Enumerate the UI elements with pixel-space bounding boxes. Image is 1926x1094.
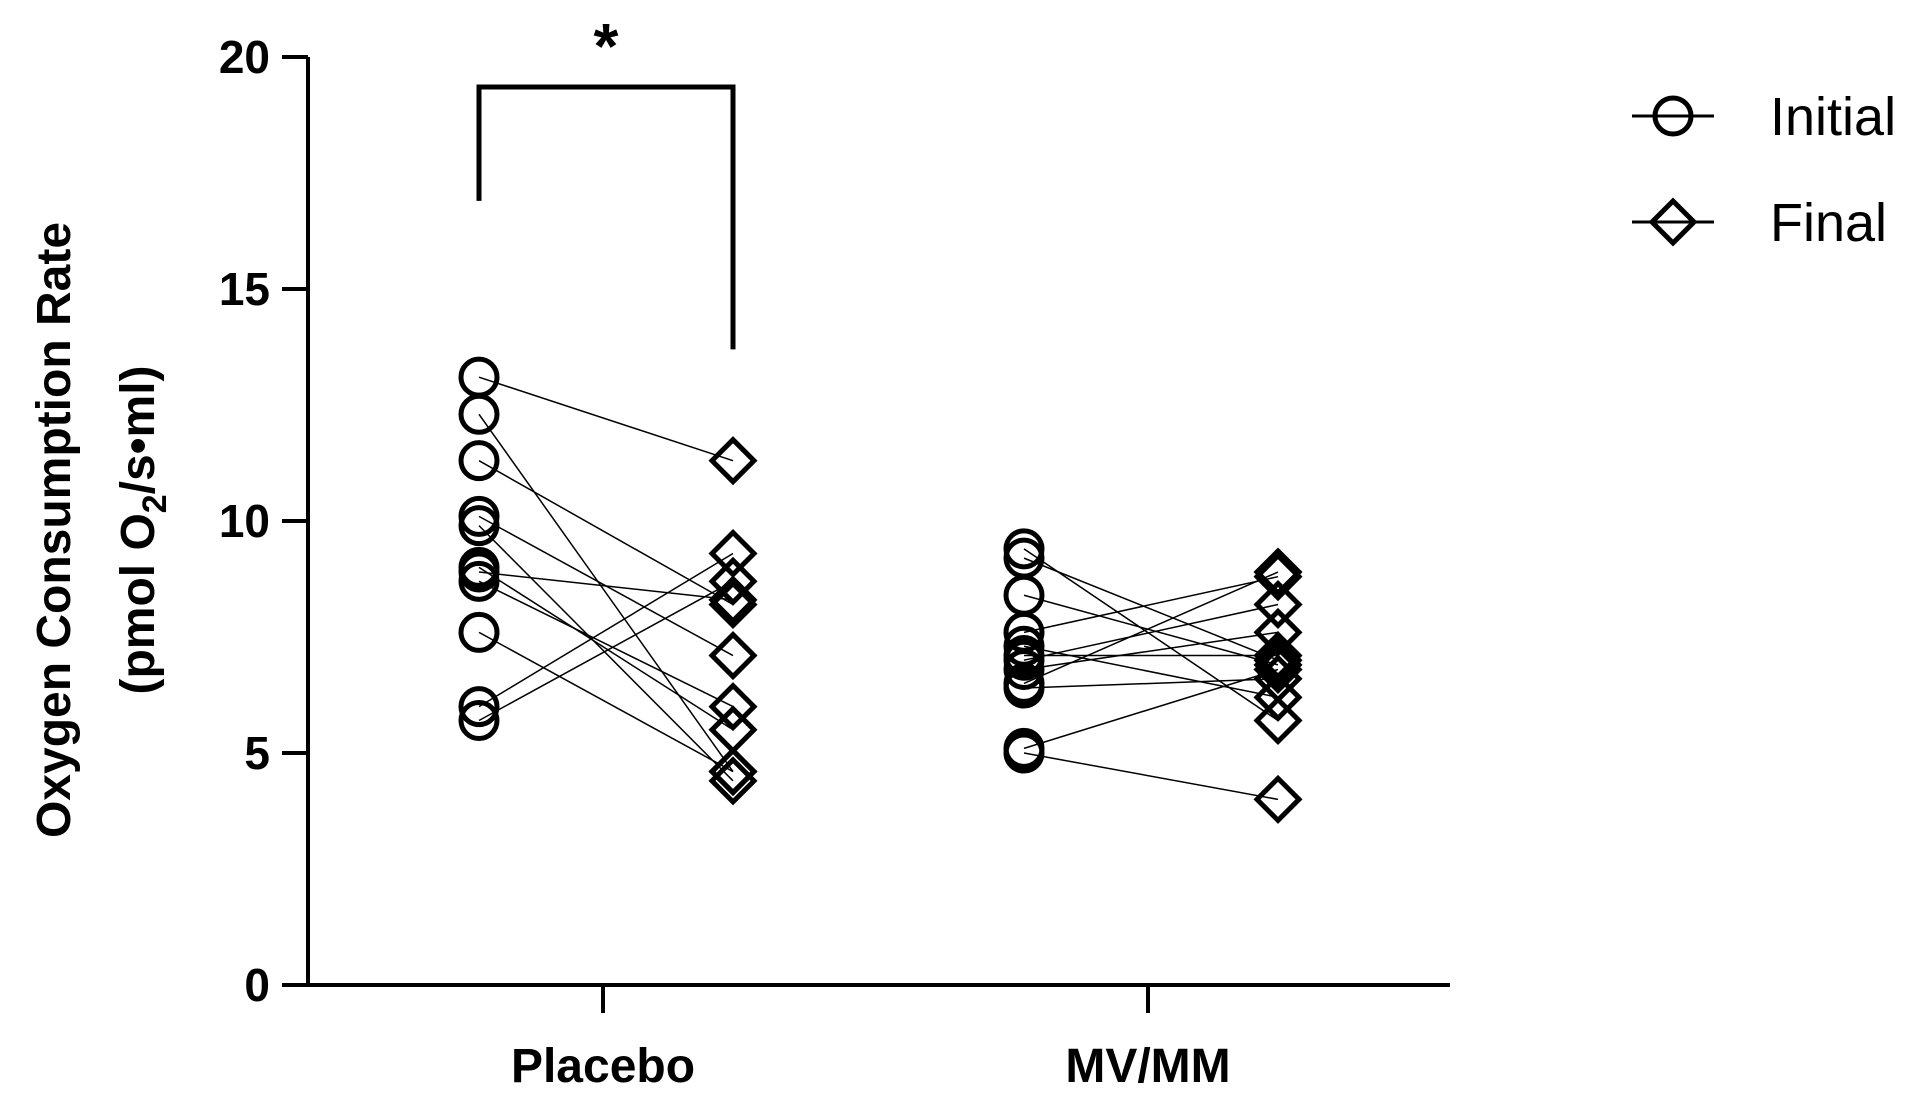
x-tick-label: MV/MM <box>1065 1040 1230 1093</box>
y-axis-title-line2: (pmol O2/s•ml) <box>112 365 174 694</box>
pair-connector-line <box>1023 645 1279 699</box>
final-point <box>1253 774 1303 824</box>
final-point <box>1253 640 1303 690</box>
final-point <box>1253 635 1303 685</box>
pair-connector-line <box>1023 668 1279 750</box>
legend-diamond-icon <box>1648 197 1698 247</box>
pair-connector-line <box>1023 631 1279 671</box>
y-axis-title-line1: Oxygen Consumption Rate <box>28 222 81 838</box>
pair-connector-line <box>478 580 734 708</box>
y-tick-label: 15 <box>219 263 270 315</box>
initial-point <box>458 686 500 728</box>
significance-bracket: * <box>476 10 736 350</box>
initial-point <box>458 393 500 435</box>
y-ticks: 0 5 10 15 20 <box>219 31 308 1011</box>
final-point <box>708 682 758 732</box>
initial-point <box>458 560 500 602</box>
significance-star: * <box>594 10 619 82</box>
final-point <box>708 631 758 681</box>
final-point <box>1253 579 1303 630</box>
pair-connector-line <box>478 566 734 731</box>
initial-point <box>458 700 500 742</box>
final-point <box>708 556 758 606</box>
final-point <box>1253 672 1303 722</box>
pair-connector-line <box>1023 557 1279 661</box>
pair-connector-line <box>478 376 734 462</box>
x-tick-label: Placebo <box>511 1040 695 1093</box>
initial-point <box>1003 648 1045 690</box>
pair-connector-line <box>478 413 734 772</box>
pair-connector-line <box>1023 603 1279 661</box>
final-point <box>1253 644 1303 695</box>
pair-connector-line <box>478 552 734 708</box>
final-point <box>708 756 758 806</box>
pair-connector-line <box>1023 571 1279 685</box>
y-tick-label: 10 <box>219 495 270 547</box>
initial-point <box>458 505 500 547</box>
final-point <box>708 579 758 630</box>
pair-connector-line <box>478 525 734 782</box>
final-point <box>1253 607 1303 657</box>
pair-lines <box>478 376 1279 801</box>
pair-connector-line <box>478 460 734 606</box>
pair-connector-line <box>1023 548 1279 722</box>
x-ticks: Placebo MV/MM <box>511 985 1231 1093</box>
bracket-line <box>476 84 736 350</box>
final-point <box>1253 654 1303 704</box>
initial-point <box>1003 732 1045 774</box>
legend-label: Final <box>1770 193 1887 253</box>
pair-connector-line <box>1023 752 1279 801</box>
pair-connector-line <box>1023 594 1279 666</box>
final-point <box>1253 547 1303 597</box>
final-point <box>708 528 758 579</box>
final-point <box>708 436 758 486</box>
pair-connector-line <box>1023 678 1279 689</box>
legend-circle-icon <box>1652 95 1694 137</box>
final-point <box>708 747 758 797</box>
final-point <box>1253 631 1303 681</box>
final-point <box>1253 552 1303 602</box>
pair-connector-line <box>1023 575 1279 634</box>
data-markers <box>458 356 1303 824</box>
y-tick-label: 5 <box>244 727 270 779</box>
final-point <box>708 575 758 625</box>
legend-label: Initial <box>1770 87 1896 147</box>
y-tick-label: 0 <box>244 959 270 1011</box>
pair-connector-line <box>478 580 734 722</box>
initial-point <box>458 440 500 482</box>
pair-connector-line <box>478 571 734 601</box>
final-point <box>1253 695 1303 746</box>
y-tick-label: 20 <box>219 31 270 83</box>
initial-point <box>1003 667 1045 709</box>
initial-point <box>458 611 500 653</box>
y-axis-title: Oxygen Consumption Rate (pmol O2/s•ml) <box>28 222 174 838</box>
pair-connector-line <box>478 631 734 773</box>
